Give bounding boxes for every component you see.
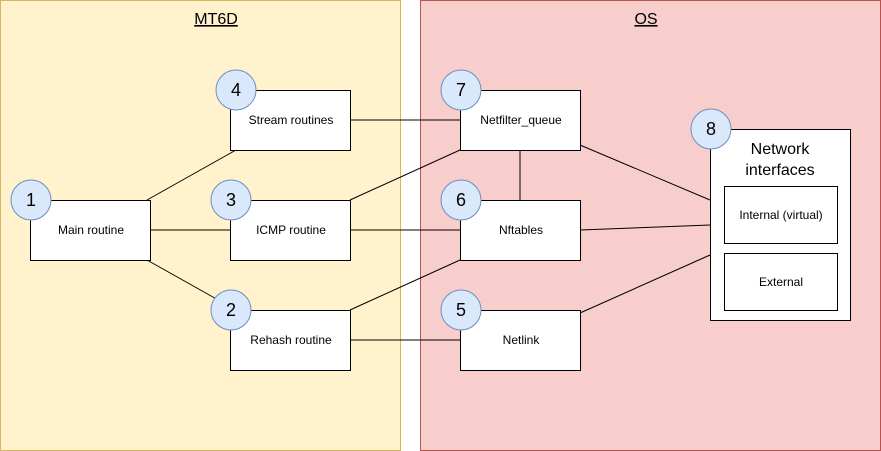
badge-number-3: 3: [226, 190, 236, 210]
edge-nftables-to-network-interfaces: [579, 224, 711, 231]
badge-icmp-routine: [210, 179, 252, 221]
badge-number-4: 4: [231, 80, 241, 100]
badge-number-1: 1: [26, 190, 36, 210]
main-routine-label: Main routine: [58, 223, 124, 237]
netlink-label: Netlink: [503, 333, 541, 347]
internal-interface-label: Internal (virtual): [739, 208, 822, 222]
network-interfaces-label-line2: interfaces: [745, 162, 814, 179]
nftables-box[interactable]: [460, 200, 581, 261]
netlink-box[interactable]: [460, 310, 581, 371]
mt6d-region-title: MT6D: [194, 11, 238, 28]
edge-main-to-stream: [146, 149, 237, 201]
badge-nftables: [440, 179, 482, 221]
internal-interface-box[interactable]: [724, 186, 838, 244]
edge-netlink-to-network-interfaces: [579, 254, 711, 314]
edge-netfilter-queue-to-network-interfaces: [579, 144, 711, 201]
network-interfaces-label-line1: Network: [751, 141, 811, 158]
badge-netlink: [440, 289, 482, 331]
connection-lines: [146, 119, 711, 341]
rehash-routine-label: Rehash routine: [250, 333, 332, 347]
badge-main-routine: [10, 179, 52, 221]
os-region-title: OS: [634, 11, 657, 28]
badge-stream-routines: [215, 69, 257, 111]
netfilter-queue-label: Netfilter_queue: [480, 113, 562, 127]
icmp-routine-box[interactable]: [230, 200, 351, 261]
stream-routines-label: Stream routines: [249, 113, 334, 127]
main-routine-box[interactable]: [30, 200, 151, 261]
icmp-routine-label: ICMP routine: [256, 223, 326, 237]
external-interface-box[interactable]: [724, 253, 838, 311]
badge-network-interfaces: [690, 108, 732, 150]
nftables-label: Nftables: [499, 223, 543, 237]
edge-icmp-to-netfilter-queue: [349, 149, 461, 201]
badge-netfilter-queue: [440, 69, 482, 111]
badge-number-5: 5: [456, 300, 466, 320]
badge-number-7: 7: [456, 80, 466, 100]
badge-number-8: 8: [706, 119, 716, 139]
netfilter-queue-box[interactable]: [460, 90, 581, 151]
edge-rehash-to-nftables: [349, 259, 461, 311]
rehash-routine-box[interactable]: [230, 310, 351, 371]
badge-rehash-routine: [210, 289, 252, 331]
badge-number-2: 2: [226, 300, 236, 320]
external-interface-label: External: [759, 275, 803, 289]
badge-number-6: 6: [456, 190, 466, 210]
